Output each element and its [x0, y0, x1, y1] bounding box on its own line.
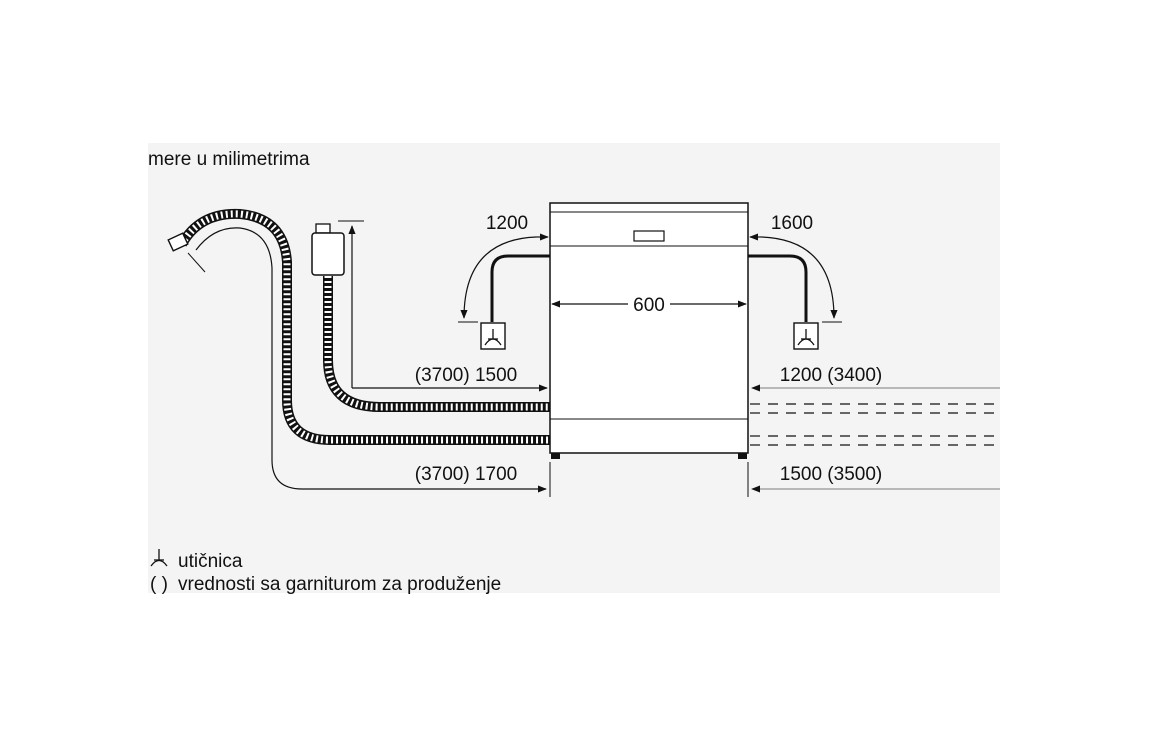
dishwasher-body — [549, 202, 749, 454]
right-cable-arrow-curve — [761, 236, 838, 319]
left-drain-hose-label: (3700) 1500 — [415, 365, 517, 386]
right-drain-hose-label: 1200 (3400) — [780, 365, 882, 386]
legend-parentheses-symbol: ( ) — [150, 574, 168, 595]
right-hose-routes — [750, 403, 1000, 446]
drain-hose-icon — [177, 208, 550, 445]
legend-socket-text: utičnica — [178, 551, 243, 572]
right-power-cable-label: 1600 — [771, 213, 813, 234]
legend-parentheses-text: vrednosti sa garniturom za produženje — [178, 574, 501, 595]
left-power-cable-label: 1200 — [486, 213, 528, 234]
left-inlet-hose-label: (3700) 1700 — [415, 464, 517, 485]
width-dimension-label: 600 — [633, 295, 665, 316]
right-inlet-hose-label: 1500 (3500) — [780, 464, 882, 485]
right-power-cable — [748, 254, 819, 350]
outer-hose-dim-curve — [195, 227, 547, 493]
units-caption: mere u milimetrima — [148, 149, 310, 170]
dishwasher — [549, 202, 749, 459]
left-cable-arrow-curve — [460, 236, 537, 319]
left-power-cable — [480, 254, 550, 350]
hook-tick — [187, 252, 206, 273]
legend: utičnica ( ) vrednosti sa garniturom za … — [150, 549, 501, 595]
power-socket-icon — [150, 549, 168, 567]
left-foot — [551, 453, 560, 459]
drain-hook — [167, 232, 189, 252]
water-tap-icon — [311, 223, 345, 276]
right-foot — [738, 453, 747, 459]
display-window — [633, 230, 665, 242]
